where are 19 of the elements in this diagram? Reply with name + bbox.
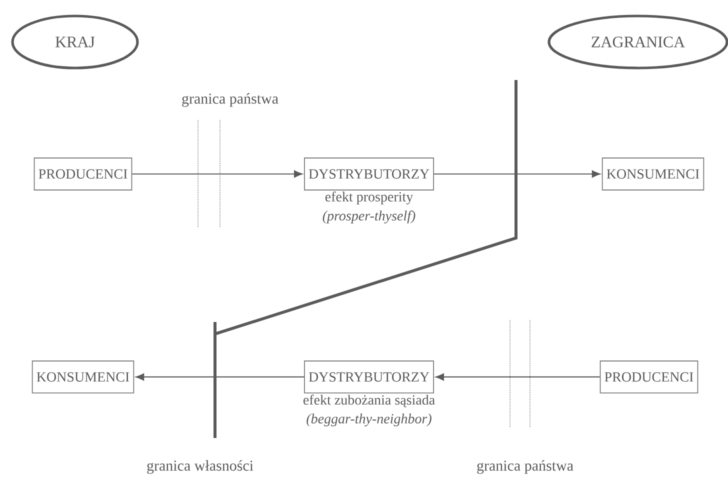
arrow: [136, 373, 304, 381]
caption-text: (beggar-thy-neighbor): [305, 412, 433, 428]
process-box: PRODUCENCI: [34, 158, 132, 190]
caption-text: efekt prosperity: [324, 190, 414, 206]
caption-text: efekt zubożania sąsiada: [302, 394, 436, 408]
arrow: [132, 170, 302, 178]
caption-text: (prosper-thyself): [321, 210, 417, 224]
process-box: DYSTRYBUTORZY: [304, 360, 434, 394]
process-box: PRODUCENCI: [600, 360, 698, 394]
arrow: [436, 373, 600, 381]
oval-label: KRAJ: [11, 14, 139, 70]
oval-label: ZAGRANICA: [548, 14, 728, 70]
arrow: [434, 170, 600, 178]
border-label: granica państwa: [477, 460, 574, 474]
process-box: DYSTRYBUTORZY: [304, 158, 434, 190]
process-box: KONSUMENCI: [602, 158, 704, 190]
border-label: granica państwa: [182, 93, 278, 107]
process-box: KONSUMENCI: [32, 360, 134, 394]
border-label: granica własności: [147, 460, 254, 474]
